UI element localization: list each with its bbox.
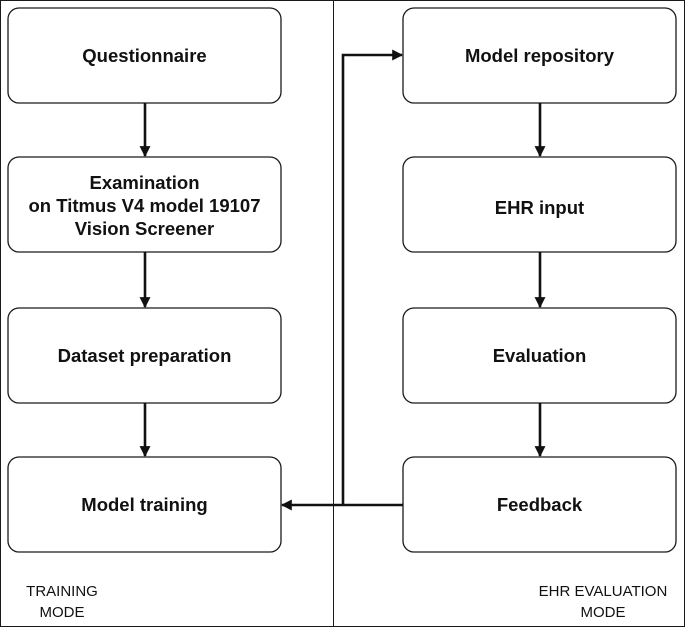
feedback-label: Feedback xyxy=(497,494,583,515)
examination-label-line-3: Vision Screener xyxy=(75,218,215,239)
training-mode-label-line-2: MODE xyxy=(40,604,85,621)
model-training-label: Model training xyxy=(81,494,207,515)
dataset-preparation-label: Dataset preparation xyxy=(58,345,232,366)
arrow-model-training-to-repository xyxy=(341,49,404,505)
ehr-input-label: EHR input xyxy=(495,197,584,218)
ehr-evaluation-mode-label-line-2: MODE xyxy=(581,604,626,621)
box-questionnaire: Questionnaire xyxy=(7,7,282,104)
ehr-evaluation-mode-label-line-1: EHR EVALUATION xyxy=(539,583,668,600)
questionnaire-label: Questionnaire xyxy=(82,45,206,66)
evaluation-label: Evaluation xyxy=(493,345,587,366)
box-examination: Examination on Titmus V4 model 19107 Vis… xyxy=(7,156,282,253)
box-model-repository: Model repository xyxy=(402,7,677,104)
box-model-training: Model training xyxy=(7,456,282,553)
box-feedback: Feedback xyxy=(402,456,677,553)
examination-label-line-2: on Titmus V4 model 19107 xyxy=(28,195,260,216)
box-ehr-input: EHR input xyxy=(402,156,677,253)
training-mode-label-line-1: TRAINING xyxy=(26,583,98,600)
box-dataset-preparation: Dataset preparation xyxy=(7,307,282,404)
examination-label-line-1: Examination xyxy=(90,172,200,193)
box-evaluation: Evaluation xyxy=(402,307,677,404)
model-repository-label: Model repository xyxy=(465,45,615,66)
